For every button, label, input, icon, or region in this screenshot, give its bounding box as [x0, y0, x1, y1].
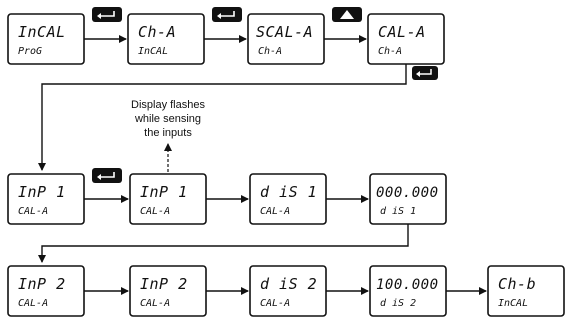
- display-line2: CAL-A: [260, 206, 290, 217]
- sensing-note: Display flashes while sensing the inputs: [131, 99, 205, 172]
- display-box-000000-dis1: 000.000 d iS 1: [369, 173, 447, 225]
- display-line2: CAL-A: [18, 206, 48, 217]
- display-line1: InP 1: [18, 183, 66, 201]
- display-line1: SCAL-A: [256, 23, 313, 41]
- enter-button-icon: [412, 66, 438, 80]
- display-box-chb-incal: Ch-b InCAL: [487, 265, 565, 317]
- display-box-cala-cha: CAL-A Ch-A: [367, 13, 445, 65]
- display-line1: Ch-b: [498, 275, 536, 293]
- display-box-inp1-cala-sensing: InP 1 CAL-A: [129, 173, 207, 225]
- display-box-cha-incal: Ch-A InCAL: [127, 13, 205, 65]
- note-line: Display flashes: [131, 99, 205, 111]
- display-box-inp2-cala-sensing: InP 2 CAL-A: [129, 265, 207, 317]
- display-line1: InP 2: [18, 275, 66, 293]
- note-line: while sensing: [134, 113, 201, 125]
- display-line1: 000.000: [376, 185, 439, 201]
- display-line2: CAL-A: [140, 298, 170, 309]
- display-box-100000-dis2: 100.000 d iS 2: [369, 265, 447, 317]
- enter-button-icon: [212, 7, 242, 22]
- display-box-dis1-cala: d iS 1 CAL-A: [249, 173, 327, 225]
- display-line1: InP 1: [140, 183, 188, 201]
- display-line2: d iS 1: [380, 206, 416, 217]
- note-line: the inputs: [144, 127, 192, 139]
- display-box-scala-cha: SCAL-A Ch-A: [247, 13, 325, 65]
- display-line1: InP 2: [140, 275, 188, 293]
- display-line1: d iS 1: [260, 183, 317, 201]
- display-line2: InCAL: [498, 298, 528, 309]
- display-line2: Ch-A: [258, 46, 282, 57]
- display-line1: CAL-A: [378, 23, 426, 41]
- display-line2: InCAL: [138, 46, 168, 57]
- display-line2: CAL-A: [260, 298, 290, 309]
- display-line2: Ch-A: [378, 46, 402, 57]
- row-3: InP 2 CAL-A InP 2 CAL-A d iS 2 CAL-A 100…: [7, 265, 565, 317]
- enter-button-icon: [92, 168, 122, 183]
- up-arrow-button-icon: [332, 7, 362, 22]
- flow-connector: [38, 64, 407, 171]
- display-line1: Ch-A: [138, 23, 176, 41]
- display-line2: d iS 2: [380, 298, 416, 309]
- enter-button-icon: [92, 7, 122, 22]
- flow-connector: [38, 224, 409, 263]
- display-box-dis2-cala: d iS 2 CAL-A: [249, 265, 327, 317]
- display-line2: CAL-A: [140, 206, 170, 217]
- display-box-inp1-cala: InP 1 CAL-A: [7, 173, 85, 225]
- display-line1: InCAL: [18, 23, 66, 41]
- display-line2: ProG: [18, 46, 42, 57]
- display-line1: d iS 2: [260, 275, 317, 293]
- row-2: InP 1 CAL-A InP 1 CAL-A d iS 1 CAL-A 000…: [7, 168, 447, 263]
- row-1: InCAL ProG Ch-A InCAL SCAL-A Ch-A CAL-A …: [7, 7, 445, 171]
- display-box-incal-prog: InCAL ProG: [7, 13, 85, 65]
- display-line1: 100.000: [376, 277, 439, 293]
- display-line2: CAL-A: [18, 298, 48, 309]
- display-box-inp2-cala: InP 2 CAL-A: [7, 265, 85, 317]
